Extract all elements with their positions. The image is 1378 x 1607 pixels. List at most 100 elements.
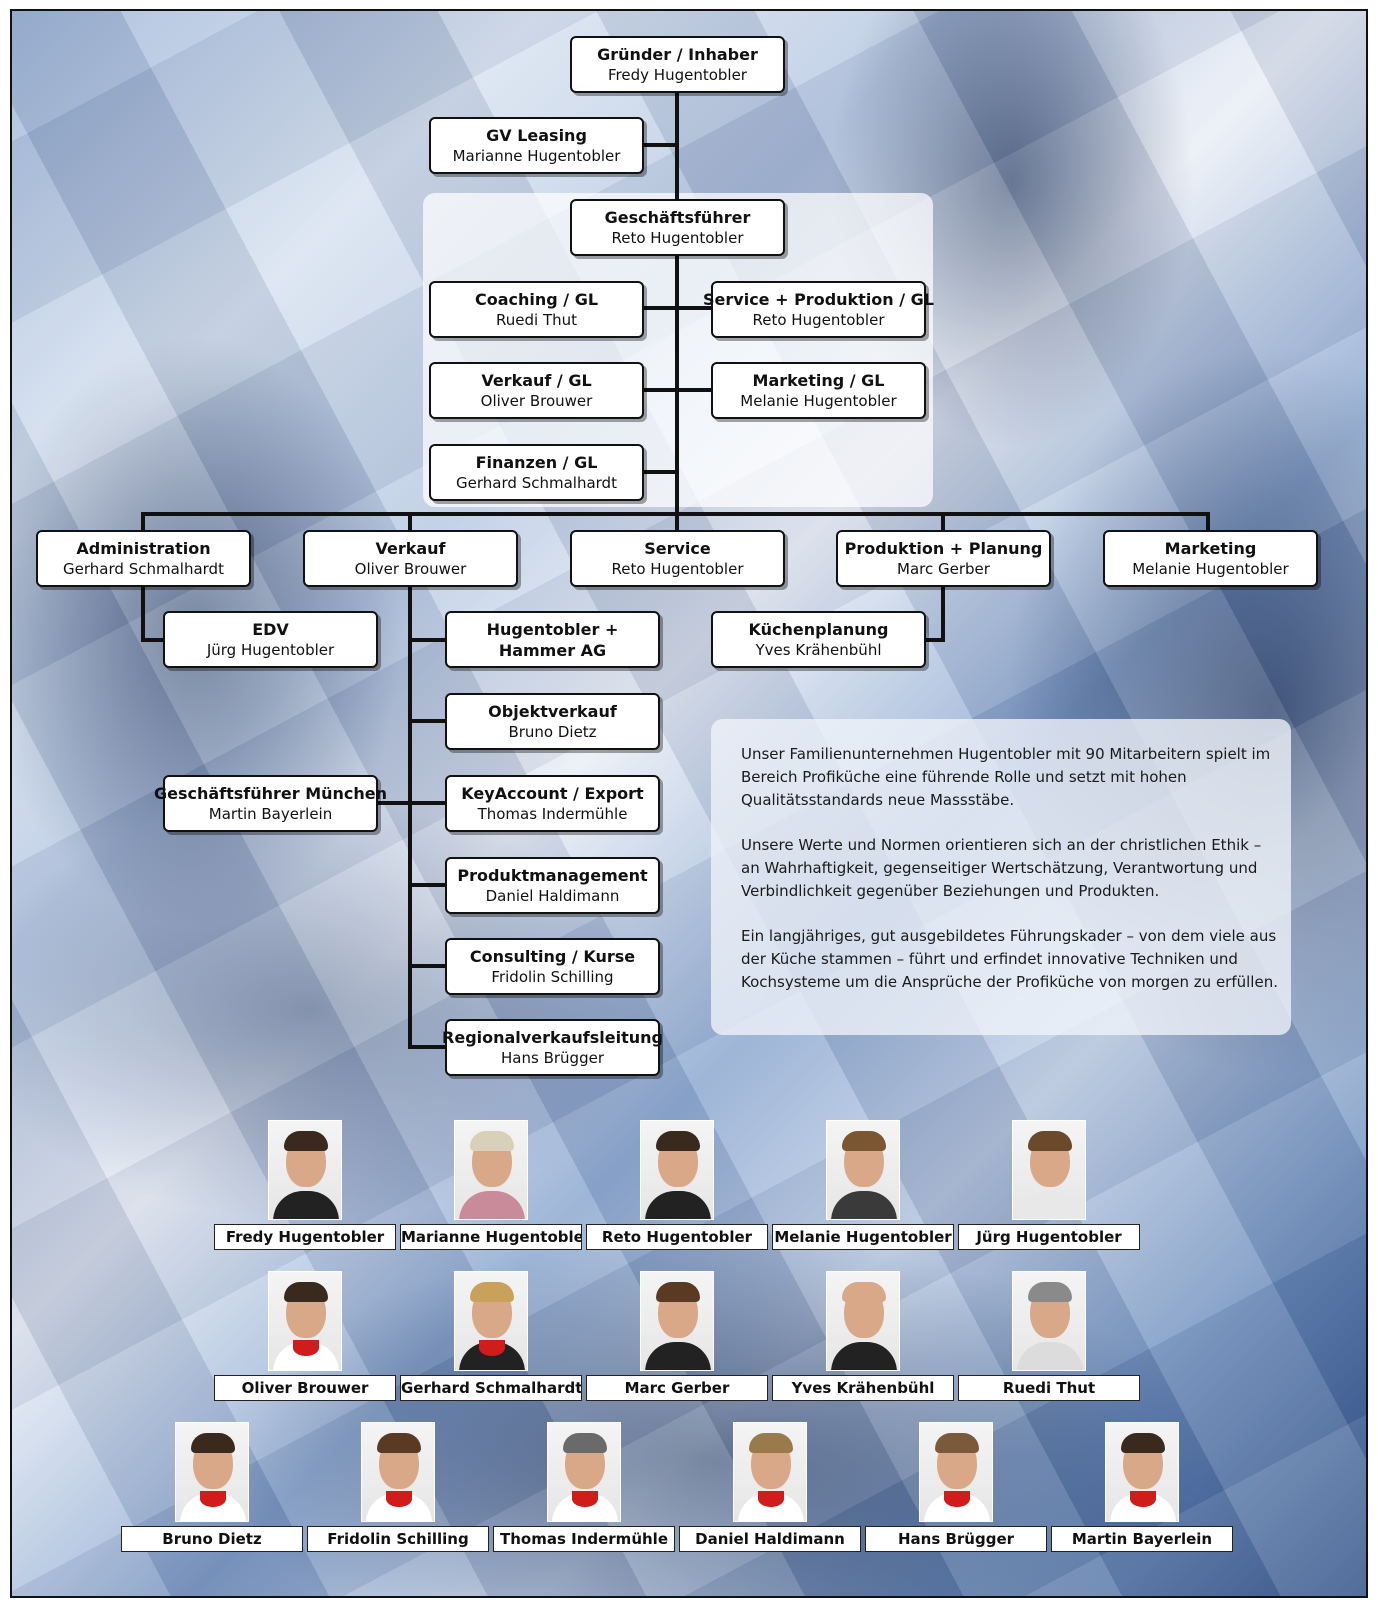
box-consulting-kurse: Consulting / Kurse Fridolin Schilling — [445, 938, 660, 995]
box-name: Bruno Dietz — [508, 722, 597, 741]
portrait-photo — [640, 1271, 714, 1371]
box-title: Marketing / GL — [752, 370, 885, 390]
person-nameplate: Fredy Hugentobler — [214, 1224, 396, 1250]
box-title: Gründer / Inhaber — [597, 44, 758, 64]
box-title: KeyAccount / Export — [461, 783, 644, 803]
box-title: Geschäftsführer — [604, 207, 751, 227]
box-title: Consulting / Kurse — [469, 946, 636, 966]
box-title: Administration — [76, 538, 211, 558]
box-title: GV Leasing — [486, 125, 587, 145]
box-name: Reto Hugentobler — [752, 310, 885, 329]
person-nameplate: Reto Hugentobler — [586, 1224, 768, 1250]
description-panel — [711, 719, 1291, 1035]
box-title: EDV — [252, 619, 289, 639]
box-name: Martin Bayerlein — [208, 804, 333, 823]
box-administration: Administration Gerhard Schmalhardt — [36, 530, 251, 587]
box-name: Daniel Haldimann — [485, 886, 620, 905]
box-service: Service Reto Hugentobler — [570, 530, 785, 587]
box-title: Service — [644, 538, 711, 558]
box-founder: Gründer / Inhaber Fredy Hugentobler — [570, 36, 785, 93]
box-name: Hans Brügger — [501, 1048, 604, 1067]
box-name: Oliver Brouwer — [354, 559, 467, 578]
box-hugentobler-hammer: Hugentobler + Hammer AG — [445, 611, 660, 668]
box-ceo: Geschäftsführer Reto Hugentobler — [570, 199, 785, 256]
person-nameplate: Hans Brügger — [865, 1526, 1047, 1552]
box-title: Finanzen / GL — [475, 452, 598, 472]
box-name: Gerhard Schmalhardt — [456, 473, 617, 492]
box-title: Küchenplanung — [748, 619, 889, 639]
box-title: Produktion + Planung — [844, 538, 1043, 558]
box-title: Regionalverkaufsleitung — [442, 1027, 663, 1047]
box-title: Verkauf / GL — [481, 370, 592, 390]
person-nameplate: Gerhard Schmalhardt — [400, 1375, 582, 1401]
box-coaching: Coaching / GL Ruedi Thut — [429, 281, 644, 338]
box-title: Verkauf — [375, 538, 446, 558]
box-keyaccount-export: KeyAccount / Export Thomas Indermühle — [445, 775, 660, 832]
box-marketing-gl: Marketing / GL Melanie Hugentobler — [711, 362, 926, 419]
box-edv: EDV Jürg Hugentobler — [163, 611, 378, 668]
portrait-photo — [733, 1422, 807, 1522]
box-gv-leasing: GV Leasing Marianne Hugentobler — [429, 117, 644, 174]
box-title: Hugentobler + — [486, 619, 619, 639]
description-paragraph: Unsere Werte und Normen orientieren sich… — [741, 836, 1262, 900]
box-name: Melanie Hugentobler — [1132, 559, 1289, 578]
connector-lines — [141, 89, 1210, 1049]
box-name: Jürg Hugentobler — [206, 640, 335, 659]
box-name: Fridolin Schilling — [491, 967, 614, 986]
portrait-photo — [1105, 1422, 1179, 1522]
box-name: Fredy Hugentobler — [608, 65, 747, 84]
box-regionalverkaufsleitung: Regionalverkaufsleitung Hans Brügger — [442, 1019, 663, 1076]
box-name: Melanie Hugentobler — [740, 391, 897, 410]
box-verkauf-gl: Verkauf / GL Oliver Brouwer — [429, 362, 644, 419]
box-name: Ruedi Thut — [496, 310, 577, 329]
person-nameplate: Thomas Indermühle — [493, 1526, 675, 1552]
person-nameplate: Bruno Dietz — [121, 1526, 303, 1552]
person-nameplate: Fridolin Schilling — [307, 1526, 489, 1552]
person-nameplate: Jürg Hugentobler — [958, 1224, 1140, 1250]
box-name: Marianne Hugentobler — [452, 146, 621, 165]
box-name: Reto Hugentobler — [611, 559, 744, 578]
box-title: Marketing — [1164, 538, 1257, 558]
portrait-photo — [361, 1422, 435, 1522]
box-title: Produktmanagement — [457, 865, 648, 885]
portrait-photo — [919, 1422, 993, 1522]
box-title-line2: Hammer AG — [498, 640, 607, 660]
portrait-photo — [1012, 1271, 1086, 1371]
box-title: Objektverkauf — [488, 701, 617, 721]
box-kuechenplanung: Küchenplanung Yves Krähenbühl — [711, 611, 926, 668]
person-nameplate: Marianne Hugentobler — [400, 1224, 582, 1250]
portrait-photo — [547, 1422, 621, 1522]
description-paragraph: Unser Familienunternehmen Hugentobler mi… — [741, 745, 1271, 809]
org-chart-poster: Gründer / Inhaber Fredy Hugentobler GV L… — [10, 9, 1368, 1598]
portrait-photo — [826, 1271, 900, 1371]
box-finanzen: Finanzen / GL Gerhard Schmalhardt — [429, 444, 644, 501]
box-title: Geschäftsführer München — [153, 783, 388, 803]
portrait-photo — [640, 1120, 714, 1220]
box-name: Yves Krähenbühl — [755, 640, 882, 659]
box-produktmanagement: Produktmanagement Daniel Haldimann — [445, 857, 660, 914]
person-nameplate: Ruedi Thut — [958, 1375, 1140, 1401]
box-name: Marc Gerber — [897, 559, 990, 578]
portrait-photo — [268, 1120, 342, 1220]
box-name: Oliver Brouwer — [480, 391, 593, 410]
portrait-photo — [454, 1120, 528, 1220]
portrait-photo — [826, 1120, 900, 1220]
box-title: Coaching / GL — [474, 289, 599, 309]
description-paragraph: Ein langjähriges, gut ausgebildetes Führ… — [741, 927, 1278, 991]
box-verkauf: Verkauf Oliver Brouwer — [303, 530, 518, 587]
person-nameplate: Marc Gerber — [586, 1375, 768, 1401]
portrait-photo — [1012, 1120, 1086, 1220]
portrait-photo — [268, 1271, 342, 1371]
box-name: Reto Hugentobler — [611, 228, 744, 247]
box-marketing: Marketing Melanie Hugentobler — [1103, 530, 1318, 587]
box-objektverkauf: Objektverkauf Bruno Dietz — [445, 693, 660, 750]
box-title: Service + Produktion / GL — [703, 289, 934, 309]
box-geschaeftsfuehrer-muenchen: Geschäftsführer München Martin Bayerlein — [154, 775, 387, 832]
box-name: Gerhard Schmalhardt — [63, 559, 224, 578]
person-nameplate: Daniel Haldimann — [679, 1526, 861, 1552]
portrait-photo — [454, 1271, 528, 1371]
person-nameplate: Yves Krähenbühl — [772, 1375, 954, 1401]
person-nameplate: Martin Bayerlein — [1051, 1526, 1233, 1552]
person-nameplate: Oliver Brouwer — [214, 1375, 396, 1401]
company-description: Unser Familienunternehmen Hugentobler mi… — [741, 743, 1281, 1016]
